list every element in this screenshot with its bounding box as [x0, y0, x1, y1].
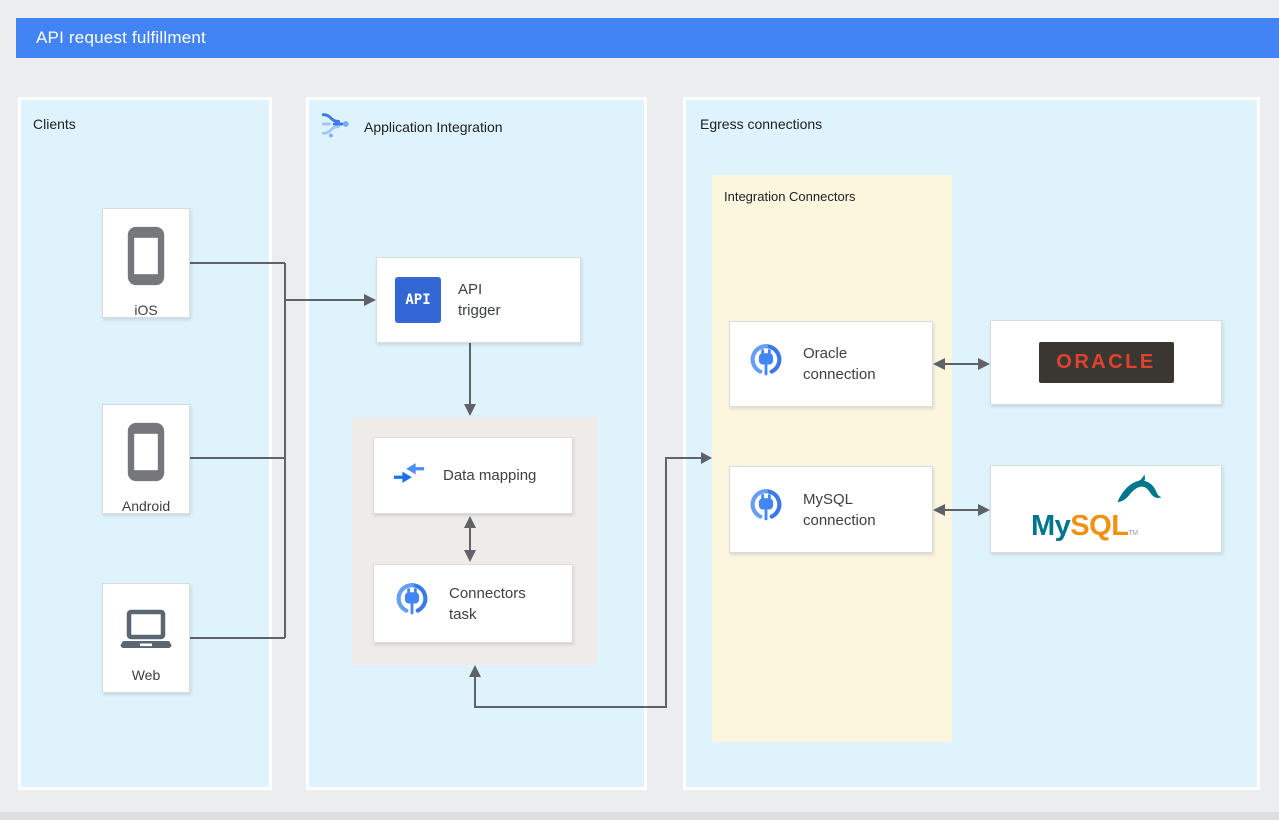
laptop-icon	[119, 609, 173, 656]
connectors-task-label: Connectors task	[449, 584, 526, 623]
oracle-connection-label: Oracle connection	[803, 345, 876, 383]
oracle-connection-node: Oracle connection	[729, 321, 933, 407]
data-mapping-icon	[392, 460, 426, 491]
api-trigger-icon: API	[395, 277, 441, 323]
application-integration-header: Application Integration	[319, 107, 503, 146]
oracle-database-node: ORACLE	[990, 320, 1222, 405]
clients-zone-label: Clients	[33, 116, 76, 132]
mysql-dolphin-icon	[1111, 471, 1163, 512]
data-mapping-node: Data mapping	[373, 437, 573, 514]
integration-connector-icon	[746, 342, 786, 387]
window-bottom-edge	[0, 812, 1279, 820]
diagram-title: API request fulfillment	[36, 28, 206, 47]
oracle-logo-text: ORACLE	[1056, 351, 1156, 373]
integration-connectors-group-box: Integration Connectors	[712, 175, 952, 742]
egress-zone-label: Egress connections	[700, 116, 823, 132]
client-card-ios: iOS	[102, 208, 190, 318]
api-trigger-label: API trigger	[458, 281, 501, 319]
data-mapping-label: Data mapping	[443, 467, 537, 484]
smartphone-icon	[125, 422, 167, 487]
diagram-title-bar: API request fulfillment	[16, 18, 1279, 58]
integration-connector-icon	[746, 487, 786, 532]
client-card-android: Android	[102, 404, 190, 514]
connectors-task-node: Connectors task	[373, 564, 573, 643]
mysql-logo: MySQLTM	[1031, 473, 1181, 545]
client-label: Web	[131, 667, 161, 683]
smartphone-icon	[125, 226, 167, 291]
client-card-web: Web	[102, 583, 190, 693]
api-trigger-node: API API trigger	[376, 257, 581, 343]
application-integration-icon	[319, 107, 353, 146]
client-label: Android	[121, 498, 171, 514]
mysql-database-node: MySQLTM	[990, 465, 1222, 553]
oracle-logo: ORACLE	[1038, 342, 1174, 383]
application-integration-zone-label: Application Integration	[364, 118, 503, 135]
mysql-connection-label: MySQL connection	[803, 490, 876, 529]
client-label: iOS	[134, 302, 158, 318]
integration-connector-icon	[392, 581, 432, 626]
integration-connectors-label: Integration Connectors	[724, 189, 856, 204]
mysql-connection-node: MySQL connection	[729, 466, 933, 553]
mysql-logo-text: MySQLTM	[1031, 510, 1138, 542]
